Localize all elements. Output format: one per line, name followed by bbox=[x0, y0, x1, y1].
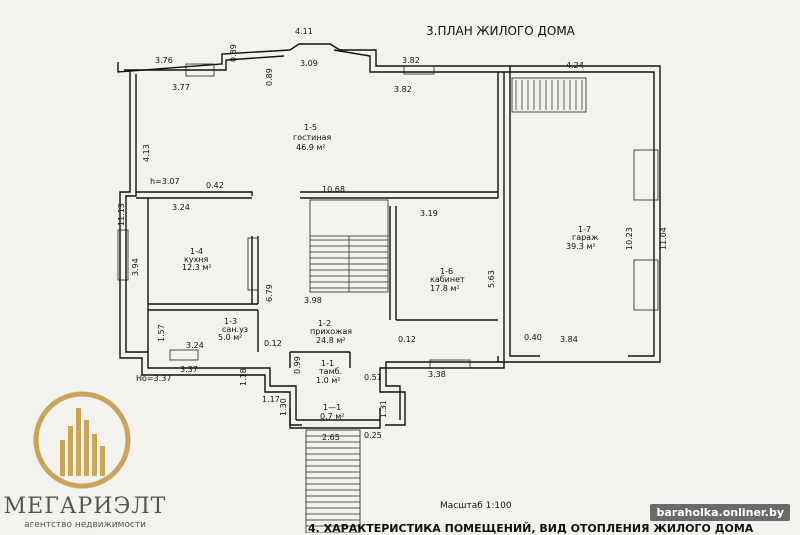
logo-bar bbox=[76, 408, 81, 476]
svg-text:1.30: 1.30 bbox=[279, 398, 288, 416]
logo-bar bbox=[92, 434, 97, 476]
svg-text:3.82: 3.82 bbox=[394, 85, 412, 94]
svg-text:3.94: 3.94 bbox=[131, 258, 140, 276]
company-logo-emblem bbox=[33, 391, 131, 489]
svg-text:3.76: 3.76 bbox=[155, 56, 173, 65]
svg-text:1-6: 1-6 bbox=[440, 267, 453, 276]
svg-text:1-7: 1-7 bbox=[578, 225, 591, 234]
svg-text:1-5: 1-5 bbox=[304, 123, 317, 132]
svg-text:0.7 м²: 0.7 м² bbox=[320, 412, 345, 421]
svg-text:3.82: 3.82 bbox=[402, 56, 420, 65]
svg-text:0.99: 0.99 bbox=[293, 356, 302, 374]
svg-text:1-2: 1-2 bbox=[318, 319, 331, 328]
svg-text:0.89: 0.89 bbox=[229, 44, 238, 62]
svg-text:5.0 м²: 5.0 м² bbox=[218, 333, 243, 342]
svg-text:3.38: 3.38 bbox=[428, 370, 446, 379]
svg-text:11.13: 11.13 bbox=[117, 203, 126, 226]
svg-text:Ho=3.37: Ho=3.37 bbox=[136, 374, 171, 383]
svg-text:3.98: 3.98 bbox=[304, 296, 322, 305]
plan-title: 3.ПЛАН ЖИЛОГО ДОМА bbox=[426, 24, 576, 38]
svg-text:1.57: 1.57 bbox=[157, 324, 166, 342]
svg-text:прихожая: прихожая bbox=[310, 327, 352, 336]
svg-text:11.04: 11.04 bbox=[659, 227, 668, 250]
svg-text:1.17: 1.17 bbox=[262, 395, 280, 404]
svg-text:10.23: 10.23 bbox=[625, 227, 634, 250]
svg-text:1.18: 1.18 bbox=[239, 368, 248, 386]
svg-text:0.89: 0.89 bbox=[265, 68, 274, 86]
svg-text:5.63: 5.63 bbox=[487, 270, 496, 288]
svg-text:0.40: 0.40 bbox=[524, 333, 542, 342]
svg-text:10.68: 10.68 bbox=[322, 185, 345, 194]
svg-text:3.77: 3.77 bbox=[172, 83, 190, 92]
svg-text:1.0 м²: 1.0 м² bbox=[316, 376, 341, 385]
svg-text:0.25: 0.25 bbox=[364, 431, 382, 440]
windows bbox=[117, 63, 659, 369]
svg-text:39.3 м²: 39.3 м² bbox=[566, 242, 596, 251]
svg-text:0.42: 0.42 bbox=[206, 181, 224, 190]
svg-text:тамб.: тамб. bbox=[319, 367, 342, 376]
logo-bar bbox=[60, 440, 65, 476]
svg-text:1—1: 1—1 bbox=[323, 403, 341, 412]
svg-text:12.3 м²: 12.3 м² bbox=[182, 263, 212, 272]
svg-text:3.24: 3.24 bbox=[186, 341, 204, 350]
logo-bar bbox=[68, 426, 73, 476]
logo-bar bbox=[100, 446, 105, 476]
svg-text:сан.уз: сан.уз bbox=[222, 325, 248, 334]
stairs-garage bbox=[511, 77, 587, 113]
svg-text:4.24: 4.24 bbox=[566, 61, 584, 70]
svg-text:0.12: 0.12 bbox=[398, 335, 416, 344]
outer-walls bbox=[117, 43, 661, 429]
stairs-porch bbox=[305, 429, 361, 533]
svg-text:3.24: 3.24 bbox=[172, 203, 190, 212]
svg-text:0.12: 0.12 bbox=[264, 339, 282, 348]
svg-text:6.79: 6.79 bbox=[265, 284, 274, 302]
room-labels: 1-5 гостиная 46.9 м² 1-4 кухня 12.3 м² 1… bbox=[182, 123, 598, 421]
stairs-inner bbox=[309, 199, 389, 293]
svg-text:кухня: кухня bbox=[184, 255, 209, 264]
svg-text:4.11: 4.11 bbox=[295, 27, 313, 36]
svg-text:1-1: 1-1 bbox=[321, 359, 334, 368]
svg-text:1-3: 1-3 bbox=[224, 317, 237, 326]
svg-text:0.51: 0.51 bbox=[364, 373, 382, 382]
svg-text:3.84: 3.84 bbox=[560, 335, 578, 344]
svg-text:кабинет: кабинет bbox=[430, 275, 465, 284]
dimension-labels: 4.11 3.09 3.76 3.77 0.89 0.89 3.82 3.82 … bbox=[117, 27, 668, 442]
svg-text:3.19: 3.19 bbox=[420, 209, 438, 218]
svg-text:1.31: 1.31 bbox=[379, 400, 388, 418]
svg-text:24.8 м²: 24.8 м² bbox=[316, 336, 346, 345]
svg-text:4.13: 4.13 bbox=[142, 144, 151, 162]
watermark: baraholka.onliner.by bbox=[650, 504, 790, 521]
company-logo-subtitle: агентство недвижимости bbox=[24, 520, 146, 530]
svg-text:гостиная: гостиная bbox=[293, 133, 331, 142]
kitchen-counter bbox=[247, 237, 259, 291]
svg-text:гараж: гараж bbox=[572, 233, 598, 242]
svg-text:h=3.07: h=3.07 bbox=[150, 177, 180, 186]
section-heading-cut: 4. ХАРАКТЕРИСТИКА ПОМЕЩЕНИЙ, ВИД ОТОПЛЕН… bbox=[308, 522, 754, 535]
svg-text:3.09: 3.09 bbox=[300, 59, 318, 68]
svg-text:3.37: 3.37 bbox=[180, 365, 198, 374]
svg-text:46.9 м²: 46.9 м² bbox=[296, 143, 326, 152]
logo-bar bbox=[84, 420, 89, 476]
svg-text:17.8 м²: 17.8 м² bbox=[430, 284, 460, 293]
inner-walls bbox=[136, 72, 499, 368]
company-logo-name: МЕГАРИЭЛТ bbox=[3, 494, 167, 519]
scale-label: Масштаб 1:100 bbox=[440, 501, 512, 511]
svg-text:1-4: 1-4 bbox=[190, 247, 203, 256]
svg-text:2.65: 2.65 bbox=[322, 433, 340, 442]
